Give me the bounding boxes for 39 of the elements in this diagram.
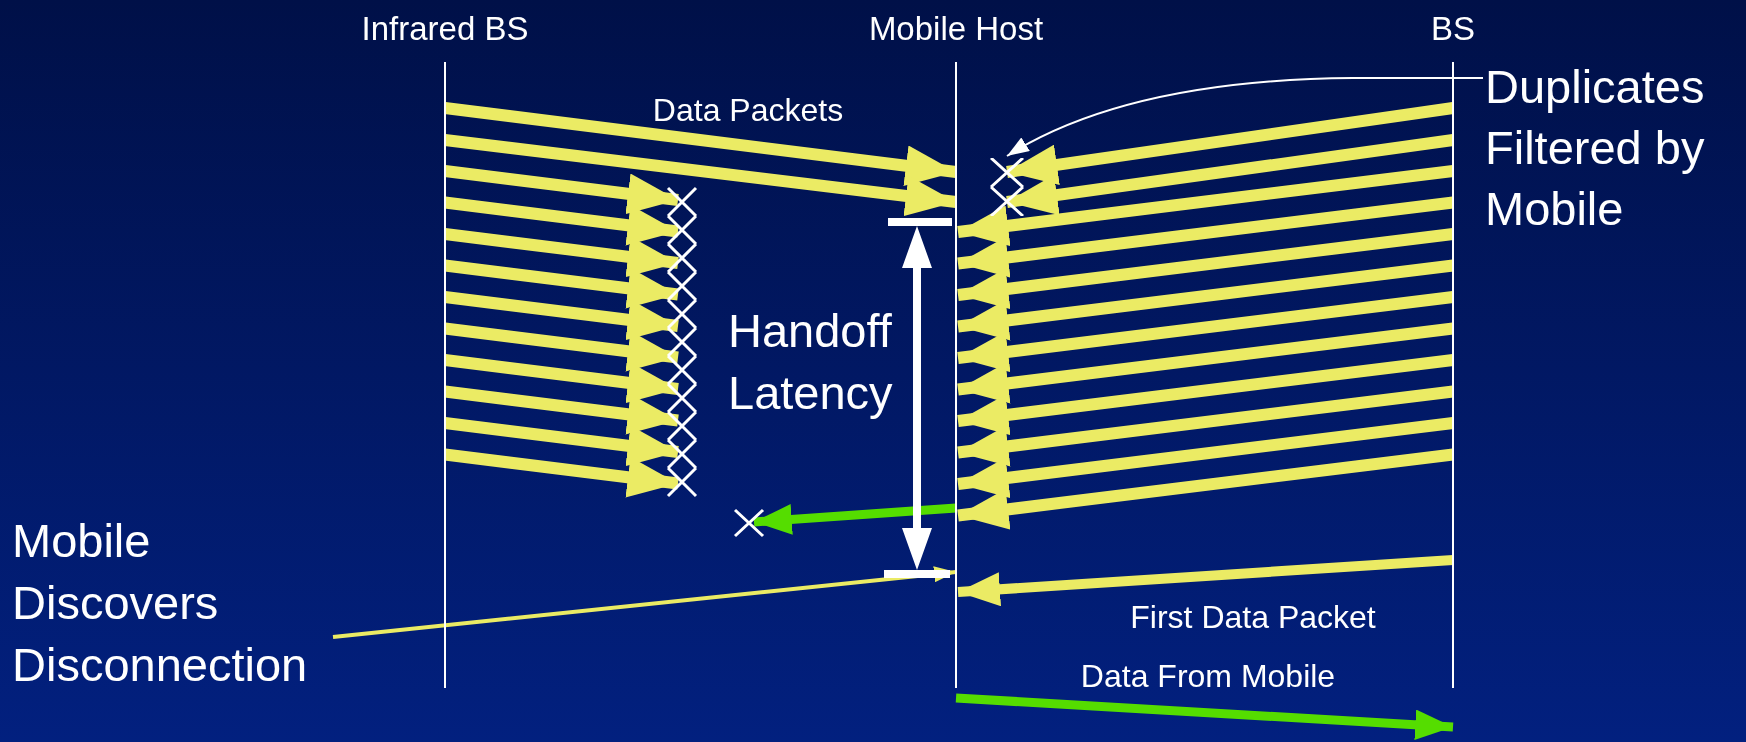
arrow	[957, 555, 1454, 607]
arrow	[957, 165, 1454, 247]
arrow	[444, 102, 957, 186]
callout-text: Mobile Discovers Disconnection	[12, 510, 333, 696]
callout-text: Duplicates Filtered by Mobile	[1485, 56, 1735, 239]
cross-mark	[990, 158, 1024, 216]
arrow	[957, 417, 1454, 499]
annotation-text: Data Packets	[652, 91, 844, 129]
arrow	[444, 291, 679, 340]
arrow	[753, 503, 957, 535]
arrow	[957, 291, 1454, 373]
arrow	[444, 322, 679, 372]
leader-line	[332, 566, 957, 639]
arrow	[444, 228, 679, 277]
arrow	[444, 165, 679, 214]
arrow	[957, 196, 1454, 278]
arrow	[957, 259, 1454, 341]
arrow	[957, 354, 1454, 436]
lifeline-header: BS	[1430, 10, 1476, 48]
arrow	[955, 693, 1454, 741]
arrow	[957, 322, 1454, 404]
arrow	[444, 354, 679, 403]
arrow	[444, 385, 679, 435]
lifeline-header: Mobile Host	[867, 10, 1045, 48]
lifeline-header: Infrared BS	[360, 10, 530, 48]
arrow	[957, 385, 1454, 467]
arrow	[444, 417, 679, 466]
annotation-text: Handoff Latency	[728, 303, 894, 421]
leader-line	[1006, 77, 1484, 157]
arrow	[1006, 134, 1454, 216]
arrow	[444, 448, 679, 498]
edge-label: Data From Mobile	[1080, 657, 1336, 695]
arrow	[957, 228, 1454, 310]
arrow	[444, 134, 957, 217]
arrow	[444, 196, 679, 246]
arrow	[444, 259, 679, 309]
arrow	[957, 448, 1454, 530]
arrow	[1006, 102, 1454, 186]
edge-label: First Data Packet	[1130, 598, 1376, 636]
